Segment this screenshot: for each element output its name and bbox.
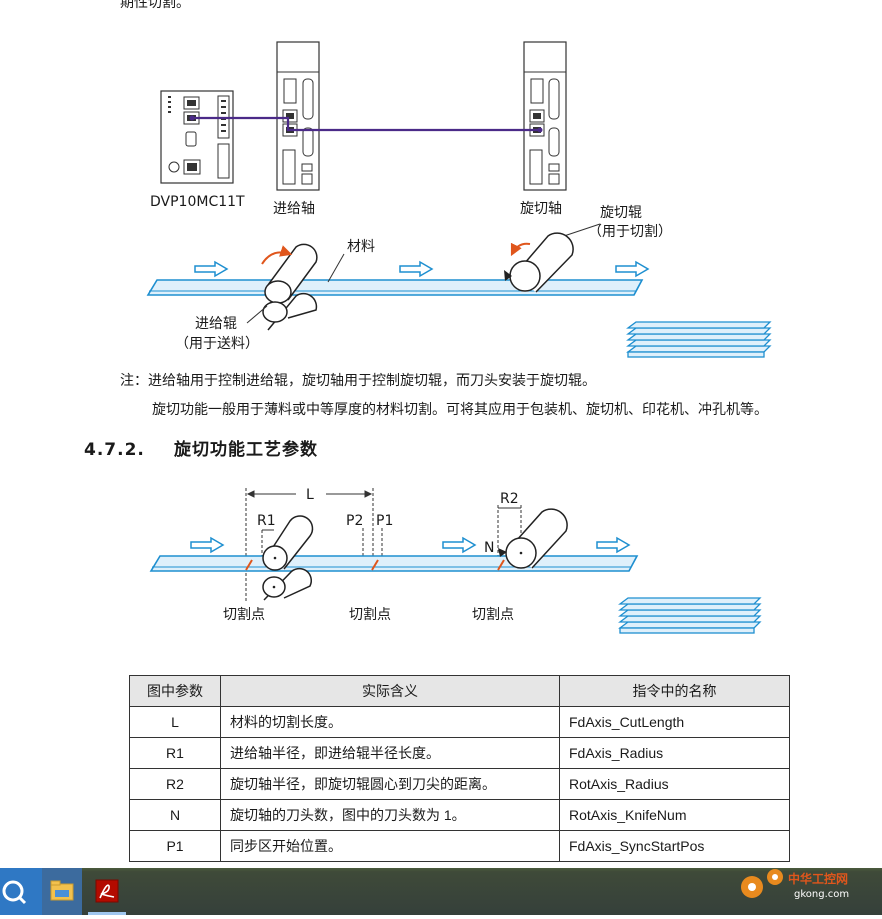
rotary-roller-2 [498, 508, 568, 569]
pdf-reader-icon [95, 879, 119, 903]
header-meaning: 实际含义 [220, 675, 560, 707]
parameter-table: 图中参数 实际含义 指令中的名称 L 材料的切割长度。 FdAxis_CutLe… [129, 675, 790, 862]
command-cell: FdAxis_SyncStartPos [559, 830, 790, 862]
watermark-logo: 中华工控网 gkong.com [741, 869, 849, 900]
param-cell: P1 [129, 830, 221, 862]
parameter-diagram: L R1 P2 P1 R2 N [149, 487, 762, 634]
command-cell: FdAxis_CutLength [559, 706, 790, 738]
param-cell: N [129, 799, 221, 831]
taskbar-search-button[interactable] [0, 868, 42, 915]
table-header-row: 图中参数 实际含义 指令中的名称 [129, 675, 790, 707]
taskbar-file-explorer-button[interactable] [42, 868, 82, 915]
material-label: 材料 [347, 239, 375, 255]
material-strip [146, 260, 650, 296]
document-page: 期性切割。 [84, 0, 790, 862]
length-label: L [306, 487, 314, 503]
taskbar-pdf-reader-button[interactable] [84, 868, 130, 915]
taskbar [0, 868, 882, 915]
table-row: R2 旋切轴半径，即旋切辊圆心到刀尖的距离。 RotAxis_Radius [129, 768, 790, 800]
cut-point-label-2: 切割点 [349, 606, 391, 623]
section-number: 4.7.2. [84, 440, 145, 460]
r2-label: R2 [500, 491, 519, 507]
feed-axis-drive [276, 41, 320, 191]
command-cell: FdAxis_Radius [559, 737, 790, 769]
header-command-name: 指令中的名称 [559, 675, 790, 707]
file-explorer-icon [50, 880, 74, 901]
rotary-roller [504, 232, 574, 293]
knife-count-label: N [484, 540, 494, 556]
p1-label: P1 [376, 513, 393, 529]
watermark-brand: 中华工控网 [788, 871, 848, 886]
rotary-roller-label: 旋切辊 [600, 205, 642, 221]
watermark-site: gkong.com [794, 889, 849, 900]
rotary-roller-note: （用于切割） [588, 223, 672, 240]
feed-axis-label: 进给轴 [273, 201, 315, 217]
p2-label: P2 [346, 513, 363, 529]
cut-sheet-stack [626, 321, 772, 358]
meaning-cell: 旋切轴半径，即旋切辊圆心到刀尖的距离。 [220, 768, 560, 800]
table-row: P1 同步区开始位置。 FdAxis_SyncStartPos [129, 830, 790, 862]
network-cable [189, 115, 543, 133]
system-diagram: DVP10MC11T 进给轴 旋切轴 旋切辊 （用于切割） 材料 进给辊 （用于 [146, 41, 772, 358]
table-row: R1 进给轴半径，即进给辊半径长度。 FdAxis_Radius [129, 737, 790, 769]
cut-point-label-1: 切割点 [223, 606, 265, 623]
top-text-fragment: 期性切割。 [120, 0, 190, 11]
header-param: 图中参数 [129, 675, 221, 707]
controller-module [160, 90, 234, 184]
rotary-axis-drive [523, 41, 567, 191]
section-heading: 4.7.2. 旋切功能工艺参数 [84, 435, 318, 460]
meaning-cell: 材料的切割长度。 [220, 706, 560, 738]
feed-roller-2 [262, 515, 314, 601]
table-row: L 材料的切割长度。 FdAxis_CutLength [129, 706, 790, 738]
param-cell: L [129, 706, 221, 738]
param-cell: R2 [129, 768, 221, 800]
note-text: 注：进给轴用于控制进给辊，旋切轴用于控制旋切辊，而刀头安装于旋切辊。 [120, 373, 596, 389]
command-cell: RotAxis_Radius [559, 768, 790, 800]
cut-sheet-stack-2 [618, 597, 762, 634]
meaning-cell: 同步区开始位置。 [220, 830, 560, 862]
r1-label: R1 [257, 513, 276, 529]
table-row: N 旋切轴的刀头数，图中的刀头数为 1。 RotAxis_KnifeNum [129, 799, 790, 831]
command-cell: RotAxis_KnifeNum [559, 799, 790, 831]
meaning-cell: 旋切轴的刀头数，图中的刀头数为 1。 [220, 799, 560, 831]
cut-point-label-3: 切割点 [472, 606, 514, 623]
body-text: 旋切功能一般用于薄料或中等厚度的材料切割。可将其应用于包装机、旋切机、印花机、冲… [152, 402, 768, 418]
active-indicator [88, 912, 126, 915]
feed-roller-note: （用于送料） [175, 336, 259, 352]
feed-roller-label: 进给辊 [195, 316, 237, 332]
section-title: 旋切功能工艺参数 [174, 440, 318, 460]
meaning-cell: 进给轴半径，即进给辊半径长度。 [220, 737, 560, 769]
search-icon [2, 880, 27, 905]
controller-label: DVP10MC11T [150, 194, 245, 210]
feed-roller [261, 243, 318, 331]
material-strip-2 [149, 536, 639, 572]
rotary-axis-label: 旋切轴 [520, 201, 562, 217]
param-cell: R1 [129, 737, 221, 769]
